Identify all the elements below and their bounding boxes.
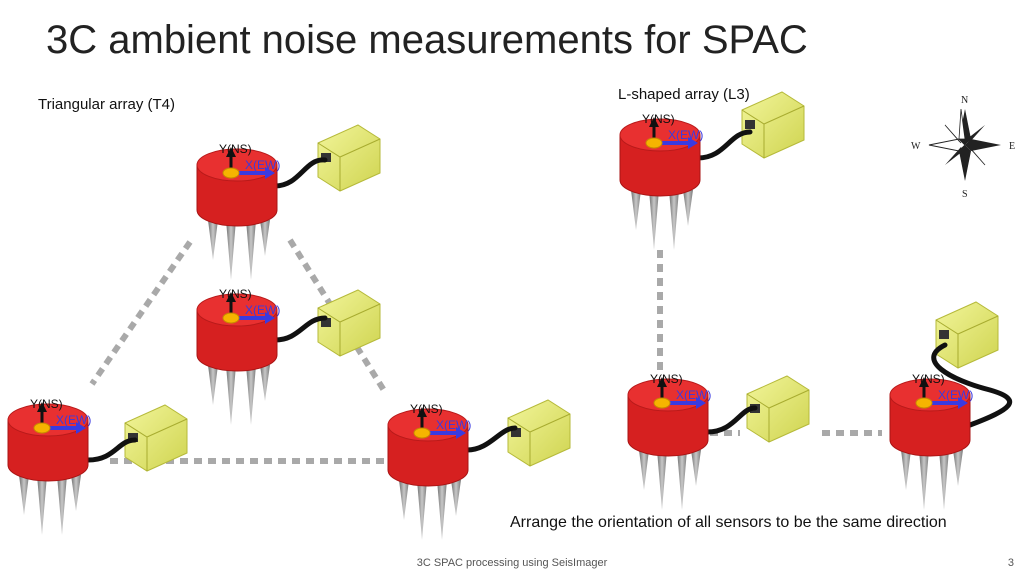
y-arrow-head (919, 377, 929, 387)
sensor-unit-tri-center: Y(NS) X(EW) (196, 287, 381, 425)
y-arrow-head (226, 147, 236, 157)
sensor-cable (85, 437, 138, 463)
sensor-cable (704, 405, 758, 435)
x-axis-label: X(EW) (436, 418, 471, 432)
sensor-unit-tri-right: Y(NS) X(EW) (387, 399, 571, 540)
x-arrow-head (688, 137, 698, 149)
triangular-array-label: Triangular array (T4) (38, 96, 175, 113)
compass-rose-icon: N S E W (911, 95, 1015, 200)
tri-link-left (89, 240, 193, 386)
compass-n: N (961, 95, 968, 106)
x-axis-label: X(EW) (56, 413, 91, 427)
sensor-cable (931, 342, 1013, 428)
recorder-box (741, 91, 805, 159)
sensor-unit-l-top: Y(NS) X(EW) (619, 91, 805, 250)
ground-spikes (399, 480, 461, 540)
orientation-note: Arrange the orientation of all sensors t… (510, 514, 947, 531)
y-axis-label: Y(NS) (912, 372, 945, 386)
compass-w: W (911, 141, 921, 152)
sensor-unit-tri-left: Y(NS) X(EW) (7, 397, 188, 535)
recorder-box (507, 399, 571, 467)
sensor-center-dot (645, 137, 663, 149)
l-shaped-array-label: L-shaped array (L3) (618, 86, 750, 103)
x-arrow-head (265, 312, 275, 324)
sensor-center-dot (33, 422, 51, 434)
sensor-cable (464, 425, 518, 453)
ground-spikes (208, 220, 270, 280)
y-axis-label: Y(NS) (219, 142, 252, 156)
recorder-box (317, 289, 381, 357)
y-arrow-head (649, 117, 659, 127)
sensor-unit-tri-top: Y(NS) X(EW) (196, 124, 381, 280)
sensor-center-dot (222, 312, 240, 324)
y-arrow-head (657, 377, 667, 387)
y-axis-label: Y(NS) (410, 402, 443, 416)
x-arrow-head (456, 427, 466, 439)
sensor-cable (272, 315, 328, 343)
ground-spikes (208, 365, 270, 425)
y-arrow-head (37, 402, 47, 412)
y-arrow-head (226, 292, 236, 302)
compass-s: S (962, 189, 968, 200)
footer-text: 3C SPAC processing using SeisImager (416, 557, 608, 569)
x-arrow-head (958, 397, 968, 409)
sensor-center-dot (653, 397, 671, 409)
sensor-center-dot (413, 427, 431, 439)
y-axis-label: Y(NS) (219, 287, 252, 301)
sensor-unit-l-right: Y(NS) X(EW) (889, 301, 1013, 510)
x-arrow-head (696, 397, 706, 409)
x-axis-label: X(EW) (938, 388, 973, 402)
x-axis-label: X(EW) (245, 158, 280, 172)
recorder-box (317, 124, 381, 192)
page-title: 3C ambient noise measurements for SPAC (46, 18, 808, 62)
x-arrow-head (265, 167, 275, 179)
sensor-center-dot (915, 397, 933, 409)
ground-spikes (19, 475, 81, 535)
x-axis-label: X(EW) (245, 303, 280, 317)
y-axis-label: Y(NS) (650, 372, 683, 386)
page-number: 3 (1007, 557, 1014, 569)
ground-spikes (639, 450, 701, 510)
recorder-box (124, 404, 188, 472)
ground-spikes (631, 190, 693, 250)
y-axis-label: Y(NS) (642, 112, 675, 126)
x-arrow-head (76, 422, 86, 434)
compass-e: E (1009, 141, 1015, 152)
recorder-box (935, 301, 999, 369)
sensor-center-dot (222, 167, 240, 179)
x-axis-label: X(EW) (668, 128, 703, 142)
y-axis-label: Y(NS) (30, 397, 63, 411)
sensor-unit-l-corner: Y(NS) X(EW) (627, 372, 810, 510)
x-axis-label: X(EW) (676, 388, 711, 402)
ground-spikes (901, 450, 963, 510)
y-arrow-head (417, 407, 427, 417)
sensor-cable (695, 129, 753, 161)
sensor-cable (272, 157, 328, 189)
